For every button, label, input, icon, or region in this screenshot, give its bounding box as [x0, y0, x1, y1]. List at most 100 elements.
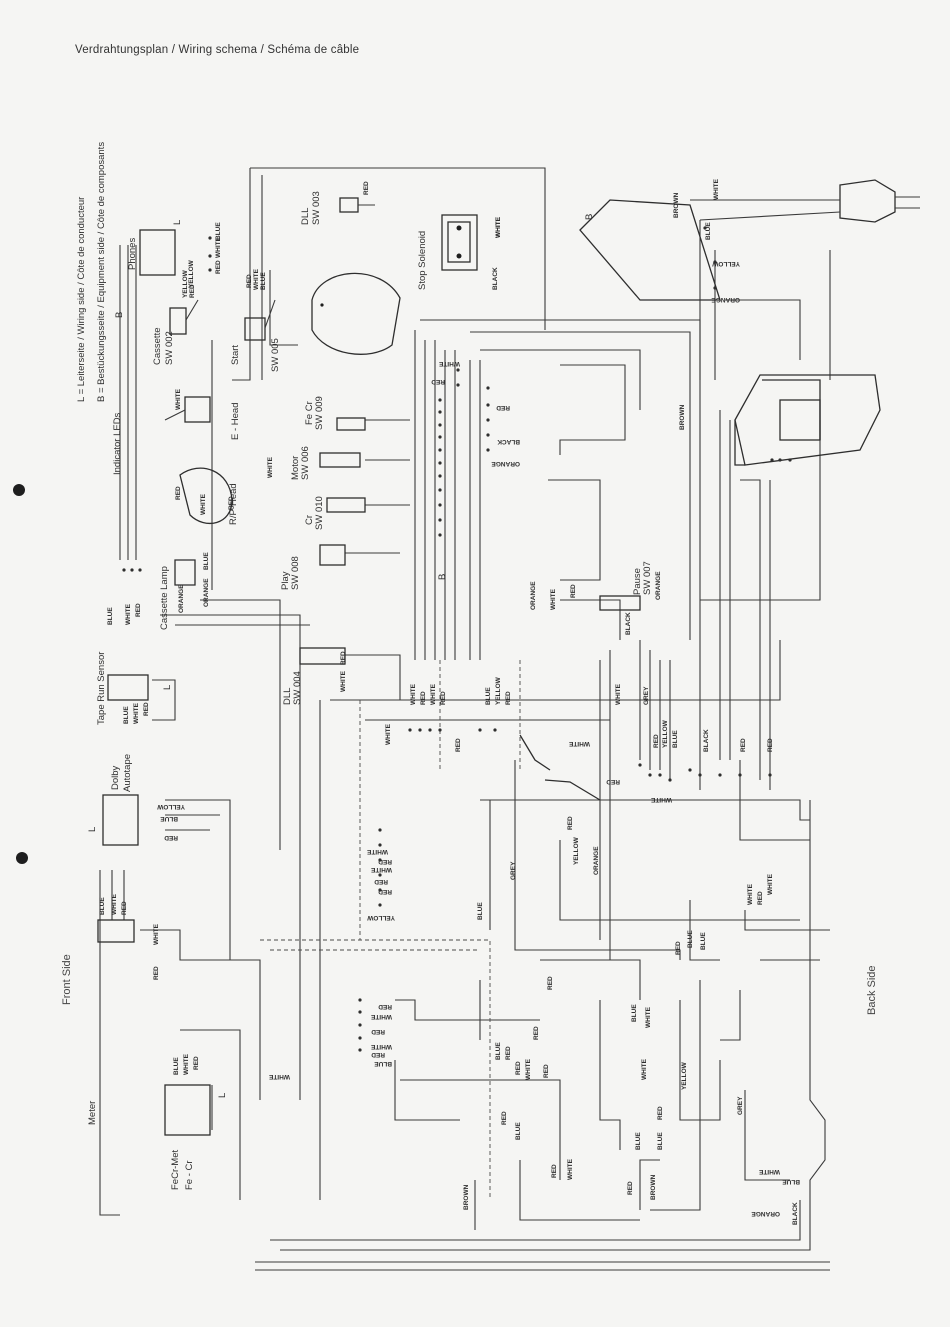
cassette-switch-label: Cassette [152, 328, 163, 366]
wire-label: BLACK [703, 729, 710, 752]
wire-label: RED [570, 584, 577, 598]
switch-sw008 [319, 544, 346, 566]
wire-label: ORANGE [593, 846, 600, 875]
wire-label: BLUE [107, 607, 114, 625]
wire-label: RED [657, 1106, 664, 1120]
meter-label: Meter [87, 1101, 98, 1125]
wire-label: BROWN [650, 1174, 657, 1200]
cassette-lamp [174, 559, 196, 586]
wire-label: BLUE [203, 552, 210, 570]
wire-label: RED [420, 691, 427, 705]
wire-label: RED [606, 778, 620, 785]
fecr-met-label: FeCr-Met [170, 1150, 181, 1190]
wire-label: GREY [737, 1096, 744, 1115]
wire-label: WHITE [645, 1006, 652, 1028]
legend-l-line: L = Leiterseite / Wiring side / Côte de … [76, 197, 87, 402]
wire-label: BLUE [123, 706, 130, 724]
wire-label: WHITE [567, 1158, 574, 1180]
wire-label: WHITE [758, 1168, 780, 1175]
wire-label: BLUE [515, 1122, 522, 1140]
wire-label: WHITE [133, 702, 140, 724]
start-switch-id: SW 005 [270, 338, 281, 372]
wire-label: ORANGE [711, 296, 740, 303]
dll-sw003-id: SW 003 [311, 191, 322, 225]
power-transformer [734, 374, 881, 466]
marker-l-meter: L [217, 1093, 228, 1098]
wire-label: RED [215, 260, 222, 274]
switch-sw009 [336, 417, 366, 431]
play-switch-id: SW 008 [290, 556, 301, 590]
cr-switch-label: Cr [304, 515, 315, 525]
wire-label: ORANGE [530, 581, 537, 610]
dll-sw003-label: DLL [300, 208, 311, 225]
wire-label: RED [153, 966, 160, 980]
wire-label: BLUE [672, 730, 679, 748]
wire-label: WHITE [438, 360, 460, 367]
wire-label: BROWN [463, 1184, 470, 1210]
wire-label: BROWN [673, 192, 680, 218]
wire-label: WHITE [175, 388, 182, 410]
wire-label: WHITE [713, 178, 720, 200]
wire-label: WHITE [430, 683, 437, 705]
wire-label: WHITE [410, 683, 417, 705]
wire-label: BLUE [485, 687, 492, 705]
wire-label: YELLOW [662, 719, 669, 748]
wire-label: WHITE [650, 796, 672, 803]
wire-label: WHITE [153, 923, 160, 945]
wire-label: YELLOW [188, 259, 195, 288]
motor-switch-label: Motor [290, 456, 301, 480]
wire-label: WHITE [268, 1073, 290, 1080]
stop-solenoid-label: Stop Solenoid [417, 231, 428, 290]
wire-label: BLUE [374, 1060, 392, 1067]
wire-label: RED [440, 691, 447, 705]
tape-run-sensor-connector [107, 674, 149, 701]
wire-label: BLUE [215, 222, 222, 240]
wire-label: RED [757, 891, 764, 905]
wire-label: RED [501, 1111, 508, 1125]
back-side-label: Back Side [866, 965, 878, 1015]
solder-points [122, 226, 792, 1052]
dolby-connector [102, 794, 139, 846]
wire-label: BLUE [687, 930, 694, 948]
wire-label: BLUE [173, 1057, 180, 1075]
e-head-label: E - Head [230, 403, 241, 441]
wire-label: RED [135, 603, 142, 617]
wire-label: RED [505, 691, 512, 705]
wire-label: RED [193, 1056, 200, 1070]
marker-l-dolby: L [87, 827, 98, 832]
wire-label: BLUE [657, 1132, 664, 1150]
wire-label: RED [505, 1046, 512, 1060]
wire-label: YELLOW [681, 1061, 688, 1090]
wire-label: RED [533, 1026, 540, 1040]
wire-label: RED [246, 274, 253, 288]
cassette-lamp-label: Cassette Lamp [159, 566, 170, 630]
wire-label: RED [378, 858, 392, 865]
wire-label: RED [189, 284, 196, 298]
wire-label: RED [515, 1061, 522, 1075]
wire-label: BLUE [260, 272, 267, 290]
wire-label: WHITE [253, 268, 260, 290]
marker-l-sensor: L [162, 685, 173, 690]
wire-label: WHITE [370, 866, 392, 873]
wire-color-labels: BLUE WHITE RED YELLOW RED RED WHITE BLUE… [99, 178, 800, 1225]
wire-label: RED [431, 378, 445, 385]
switch-sw002 [169, 299, 199, 335]
marker-l-phones: L [172, 220, 183, 225]
wire-label: WHITE [747, 883, 754, 905]
wire-label: BLACK [497, 438, 520, 445]
connector-cluster-mid [519, 734, 601, 801]
wire-label: WHITE [385, 723, 392, 745]
page-title: Verdrahtungsplan / Wiring schema / Schém… [75, 44, 360, 56]
switch-sw005 [244, 299, 276, 341]
fe-cr-label: Fe - Cr [184, 1160, 195, 1190]
meter-connector [164, 1084, 211, 1136]
wire-label: YELLOW [182, 269, 189, 298]
wire-label: WHITE [495, 216, 502, 238]
mains-connector-cover [579, 199, 721, 301]
wire-label: WHITE [340, 670, 347, 692]
wire-label: RED [164, 834, 178, 841]
wire-label: GREY [643, 686, 650, 705]
wire-label: BLUE [700, 932, 707, 950]
wire-label: RED [496, 404, 510, 411]
wire-label: RED [547, 976, 554, 990]
